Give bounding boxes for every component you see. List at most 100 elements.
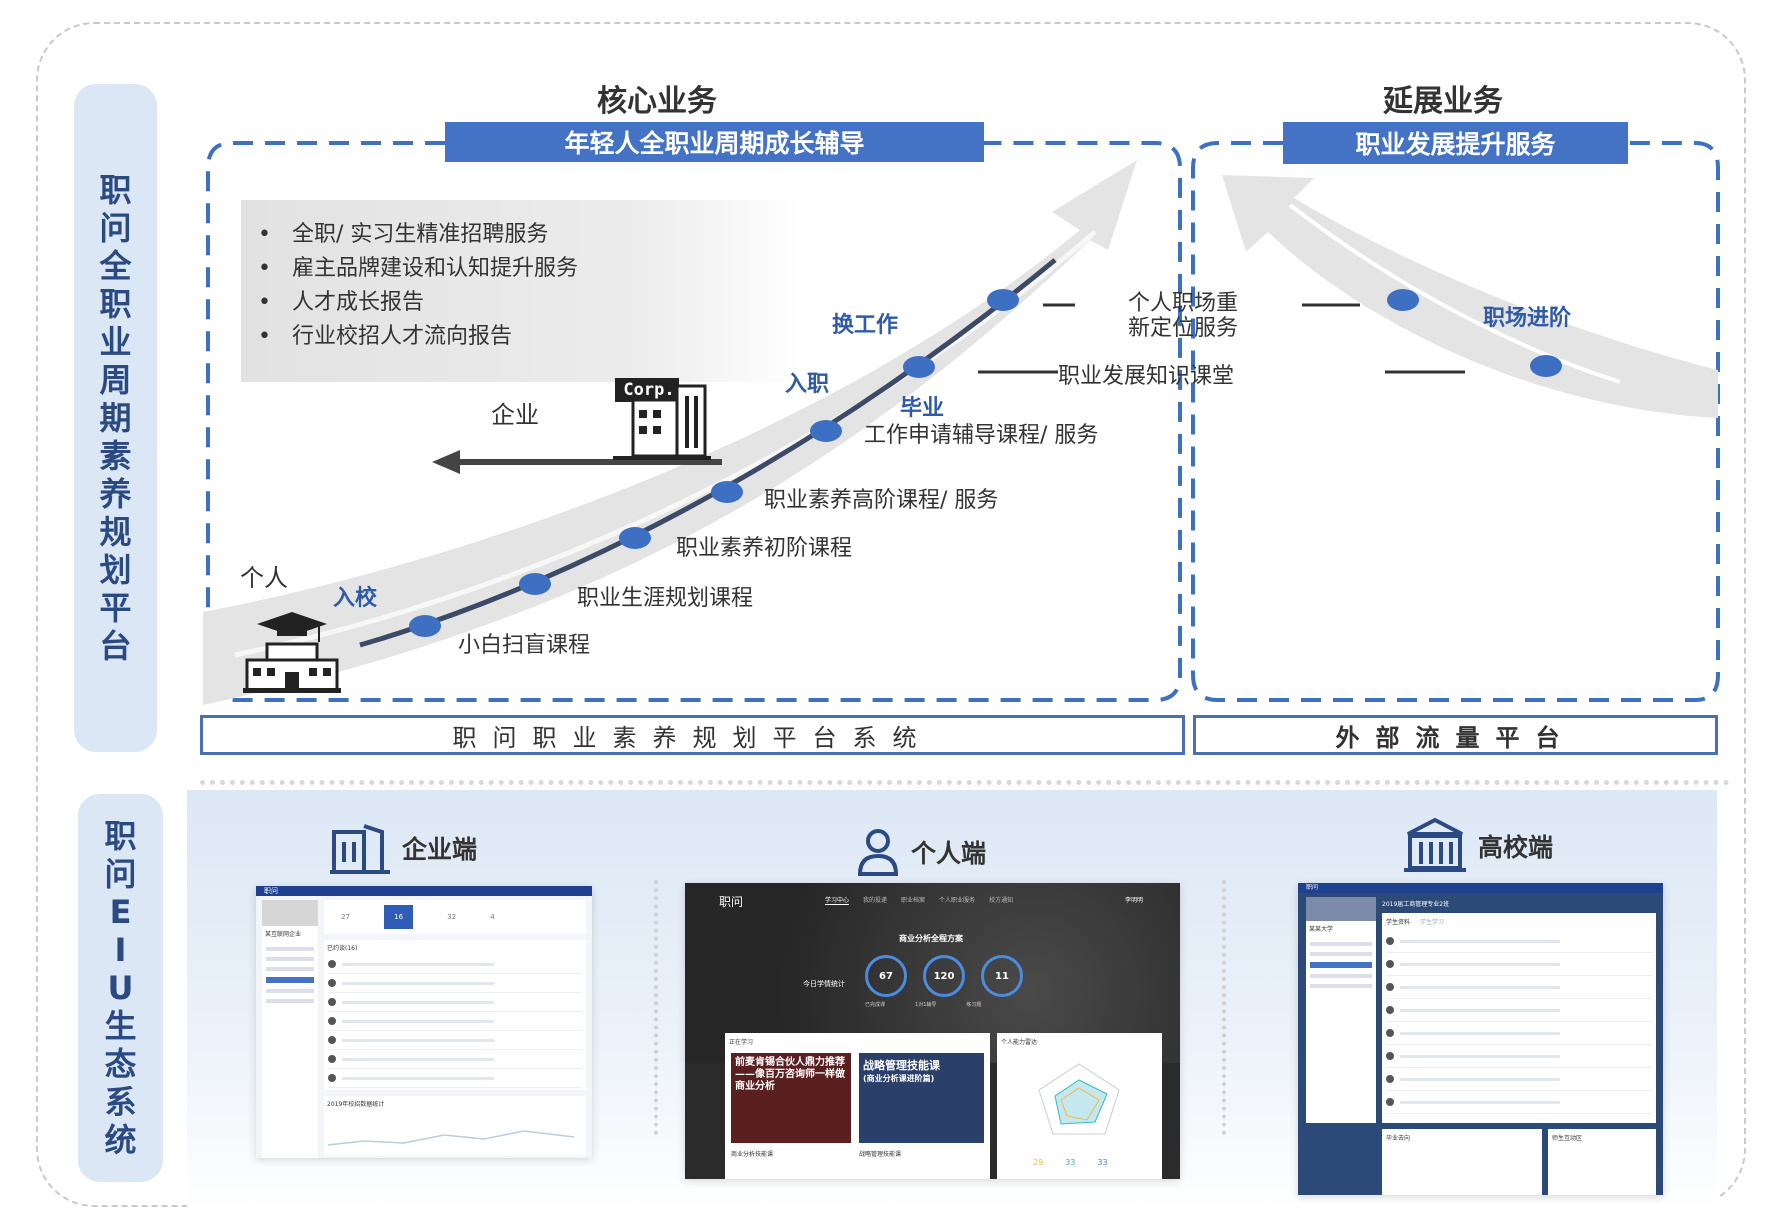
- table-row[interactable]: [328, 1069, 582, 1088]
- learning-card: 正在学习 前麦肯锡合伙人鼎力推荐——像百万咨询师一样做商业分析 商业分析技能课 …: [725, 1033, 990, 1179]
- table-row[interactable]: [1386, 976, 1652, 999]
- nav-tab[interactable]: 校方通知: [989, 895, 1013, 905]
- class-title: 2019届工商管理专业2班: [1382, 899, 1449, 908]
- nav-tab[interactable]: 个人职业服务: [939, 895, 975, 905]
- radar-values: 29 33 33: [1033, 1158, 1108, 1167]
- path-node: [519, 573, 551, 595]
- university-sidebar: 某某大学: [1306, 897, 1376, 1123]
- stage-employ: 入职: [785, 366, 829, 398]
- avatar: [1386, 960, 1394, 968]
- side-label-char: 问: [101, 855, 141, 893]
- avatar: [328, 1017, 336, 1025]
- table-row[interactable]: [1386, 953, 1652, 976]
- table-row[interactable]: [328, 993, 582, 1012]
- brand-logo: 职问: [1298, 883, 1663, 893]
- tab-student-study[interactable]: 学生学习: [1420, 917, 1444, 926]
- stat-caption: 练习题: [966, 1001, 981, 1008]
- stat-caption: 1对1辅导: [915, 1001, 936, 1008]
- enterprise-chart-card: 2019年校招数据统计: [324, 1096, 586, 1156]
- side-label-ecosystem: 职问EIU生态系统: [78, 794, 163, 1182]
- study-stats: 67 120 11: [865, 955, 1023, 997]
- avatar: [1386, 983, 1394, 991]
- path-node: [810, 420, 842, 442]
- enterprise-arrow-head: [432, 450, 460, 474]
- avatar: [1386, 1006, 1394, 1014]
- tab-student-info[interactable]: 学生资料: [1386, 917, 1410, 926]
- avatar: [328, 998, 336, 1006]
- nav-tab[interactable]: 职业档案: [901, 895, 925, 905]
- table-row[interactable]: [1386, 1068, 1652, 1091]
- course-label: 职业素养初阶课程: [676, 530, 852, 562]
- nav-tab[interactable]: 学习中心: [825, 895, 849, 905]
- table-row[interactable]: [1386, 999, 1652, 1022]
- enterprise-stats: 27 16 32 4: [324, 900, 586, 934]
- table-row[interactable]: [1386, 1045, 1652, 1068]
- radar-chart: [997, 1050, 1162, 1150]
- card-title: 个人能力雷达: [997, 1033, 1162, 1050]
- school-name: 某某大学: [1306, 921, 1376, 936]
- user-name[interactable]: 李明明: [1125, 895, 1143, 904]
- column-separator: [654, 880, 658, 1135]
- course-thumbnail[interactable]: 前麦肯锡合伙人鼎力推荐——像百万咨询师一样做商业分析: [731, 1053, 851, 1143]
- avatar: [328, 1036, 336, 1044]
- table-row[interactable]: [328, 1050, 582, 1069]
- plan-title: 商业分析全程方案: [899, 933, 963, 944]
- interaction-card: 师生互动区: [1548, 1129, 1656, 1195]
- avatar: [1386, 1029, 1394, 1037]
- side-label-char: 系: [101, 1083, 141, 1121]
- enterprise-label: 企业: [491, 395, 539, 430]
- table-row[interactable]: [1386, 1091, 1652, 1114]
- enterprise-screenshot: 职问 某互联网企业 27 16 32 4 已约谈(16) 2019年校招数据统计: [256, 886, 592, 1158]
- course-name: 商业分析技能课: [731, 1149, 773, 1158]
- table-row[interactable]: [328, 955, 582, 974]
- nav-tab[interactable]: 我的投递: [863, 895, 887, 905]
- section-divider: [200, 780, 1730, 785]
- stat-ring: 120: [923, 955, 965, 997]
- person-icon: [857, 828, 899, 876]
- stage-change-job: 换工作: [832, 307, 898, 339]
- stat-captions: 已完成课 1对1辅导 练习题: [865, 1001, 981, 1008]
- avatar: [328, 1055, 336, 1063]
- service-item: 雇主品牌建设和认知提升服务: [258, 252, 578, 286]
- path-node: [1530, 355, 1562, 377]
- path-node: [903, 356, 935, 378]
- enterprise-services-list: 全职/ 实习生精准招聘服务 雇主品牌建设和认知提升服务 人才成长报告 行业校招人…: [258, 218, 578, 354]
- course-thumbnail-2[interactable]: 战略管理技能课 (商业分析课进阶篇): [859, 1053, 984, 1143]
- core-platform-bar: 职问职业素养规划平台系统: [200, 715, 1185, 755]
- stat-value: 16: [384, 905, 413, 929]
- table-row[interactable]: [328, 1031, 582, 1050]
- enterprise-topbar: 职问: [256, 886, 592, 896]
- course-thumbnail-title: 战略管理技能课: [863, 1057, 980, 1073]
- course-thumbnail-sub: (商业分析课进阶篇): [863, 1073, 980, 1084]
- side-label-char: 态: [101, 1045, 141, 1083]
- individual-label: 个人: [240, 558, 288, 593]
- avatar: [1386, 1075, 1394, 1083]
- table-row[interactable]: [1386, 1022, 1652, 1045]
- table-row[interactable]: [328, 974, 582, 993]
- external-platform-bar: 外部流量平台: [1193, 715, 1718, 755]
- personal-screenshot: 职问 学习中心 我的投递 职业档案 个人职业服务 校方通知 李明明 商业分析全程…: [685, 883, 1180, 1179]
- table-row[interactable]: [328, 1012, 582, 1031]
- endpoint-personal: 个人端: [857, 828, 986, 876]
- path-node: [409, 615, 441, 637]
- course-label: 小白扫盲课程: [458, 627, 590, 659]
- avatar: [328, 960, 336, 968]
- column-separator: [1222, 880, 1226, 1135]
- stat-value: 4: [490, 913, 494, 921]
- course-label: 职业生涯规划课程: [577, 580, 753, 612]
- avatar: [328, 979, 336, 987]
- endpoint-label: 个人端: [911, 834, 986, 870]
- endpoint-label: 高校端: [1478, 828, 1553, 864]
- course-label: 职业发展知识课堂: [1058, 358, 1234, 390]
- university-icon: [1404, 818, 1466, 874]
- endpoint-label: 企业端: [402, 830, 477, 866]
- table-row[interactable]: [1386, 930, 1652, 953]
- stat-ring: 67: [865, 955, 907, 997]
- endpoint-university: 高校端: [1404, 818, 1553, 874]
- building-icon: [330, 822, 390, 874]
- avatar: [328, 1074, 336, 1082]
- stat-ring: 11: [981, 955, 1023, 997]
- endpoint-enterprise: 企业端: [330, 822, 477, 874]
- list-title: 已约谈(16): [324, 940, 586, 955]
- side-label-char: 职: [101, 817, 141, 855]
